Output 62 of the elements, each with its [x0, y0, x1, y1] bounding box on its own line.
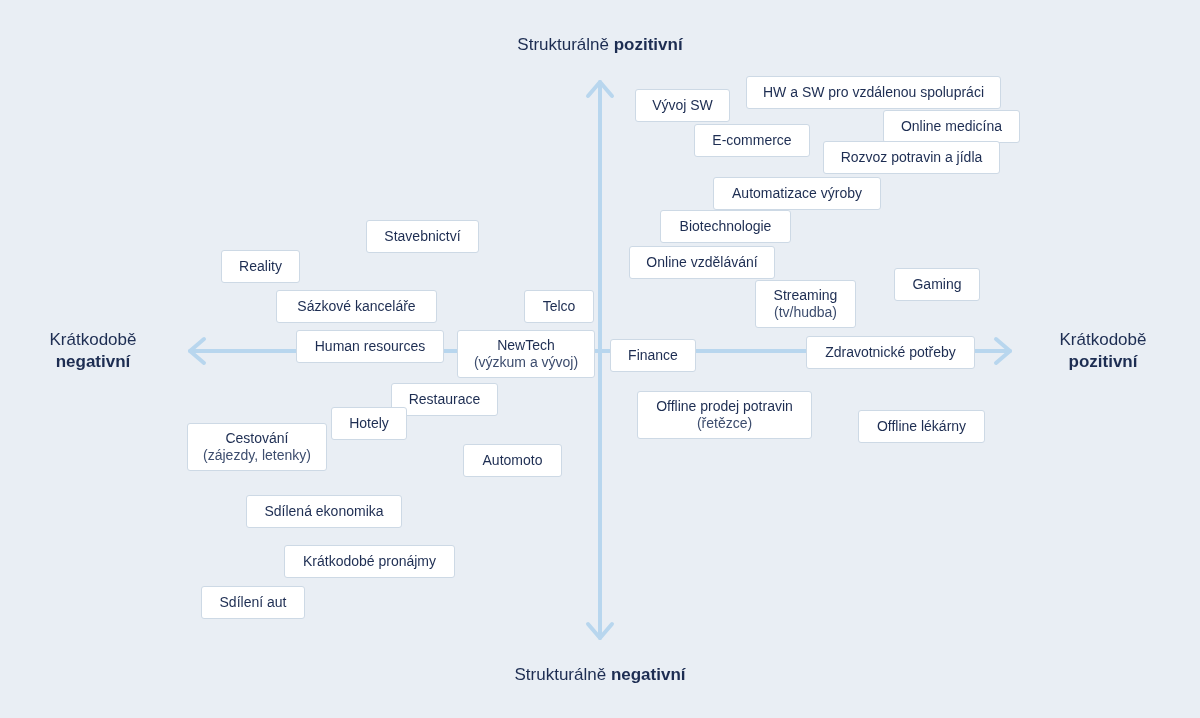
category-box: [201, 586, 305, 619]
category-box: [610, 339, 696, 372]
category-name: Stavebnictví: [384, 228, 461, 245]
category-name: Cestování: [225, 430, 289, 447]
category-name: Gaming: [912, 276, 962, 293]
category-box: [221, 250, 300, 283]
category-box: [284, 545, 455, 578]
category-box: [746, 76, 1001, 109]
category-name: Online medicína: [900, 118, 1003, 135]
category-box: [457, 330, 595, 378]
category-name: HW a SW pro vzdálenou spolupráci: [763, 84, 984, 101]
category-name: Zdravotnické potřeby: [825, 344, 956, 361]
category-name: Online vzdělávání: [646, 254, 758, 271]
category-note: (výzkum a vývoj): [473, 354, 579, 371]
category-box: [894, 268, 980, 301]
category-box: [246, 495, 402, 528]
category-name: E-commerce: [712, 132, 792, 149]
axis-label: Krátkodobě pozitivní: [1058, 329, 1148, 373]
category-name: Krátkodobé pronájmy: [302, 553, 437, 570]
category-name: Biotechnologie: [679, 218, 772, 235]
category-box: [524, 290, 594, 323]
category-box: [823, 141, 1000, 174]
category-name: Human resources: [314, 338, 426, 355]
category-box: [296, 330, 444, 363]
category-note: (zájezdy, letenky): [203, 447, 311, 464]
category-box: [694, 124, 810, 157]
category-name: Hotely: [349, 415, 389, 432]
category-box: [806, 336, 975, 369]
category-name: Offline lékárny: [876, 418, 967, 435]
axis-label: Strukturálně pozitivní: [516, 34, 684, 56]
category-name: Restaurace: [408, 391, 481, 408]
category-name: NewTech: [497, 337, 555, 354]
category-box: [713, 177, 881, 210]
category-box: [276, 290, 437, 323]
category-name: Reality: [239, 258, 282, 275]
category-name: Sdílení aut: [219, 594, 287, 611]
category-box: [858, 410, 985, 443]
category-box: [463, 444, 562, 477]
category-box: [629, 246, 775, 279]
category-name: Sdílená ekonomika: [264, 503, 384, 520]
category-note: (řetězce): [696, 415, 753, 432]
category-name: Vývoj SW: [652, 97, 713, 114]
category-box: [366, 220, 479, 253]
category-box: [391, 383, 498, 416]
category-box: [637, 391, 812, 439]
category-box: [883, 110, 1020, 143]
category-box: [660, 210, 791, 243]
category-box: [187, 423, 327, 471]
category-name: Finance: [628, 347, 678, 364]
category-name: Rozvoz potravin a jídla: [840, 149, 983, 166]
category-box: [755, 280, 856, 328]
axis-label: Strukturálně negativní: [513, 664, 687, 686]
category-name: Streaming: [773, 287, 838, 304]
category-box: [635, 89, 730, 122]
category-name: Sázkové kanceláře: [297, 298, 416, 315]
category-name: Automoto: [482, 452, 543, 469]
category-note: (tv/hudba): [773, 304, 837, 321]
category-name: Offline prodej potravin: [656, 398, 793, 415]
category-name: Automatizace výroby: [732, 185, 862, 202]
category-name: Telco: [542, 298, 576, 315]
category-box: [331, 407, 407, 440]
axis-label: Krátkodobě negativní: [48, 329, 138, 373]
